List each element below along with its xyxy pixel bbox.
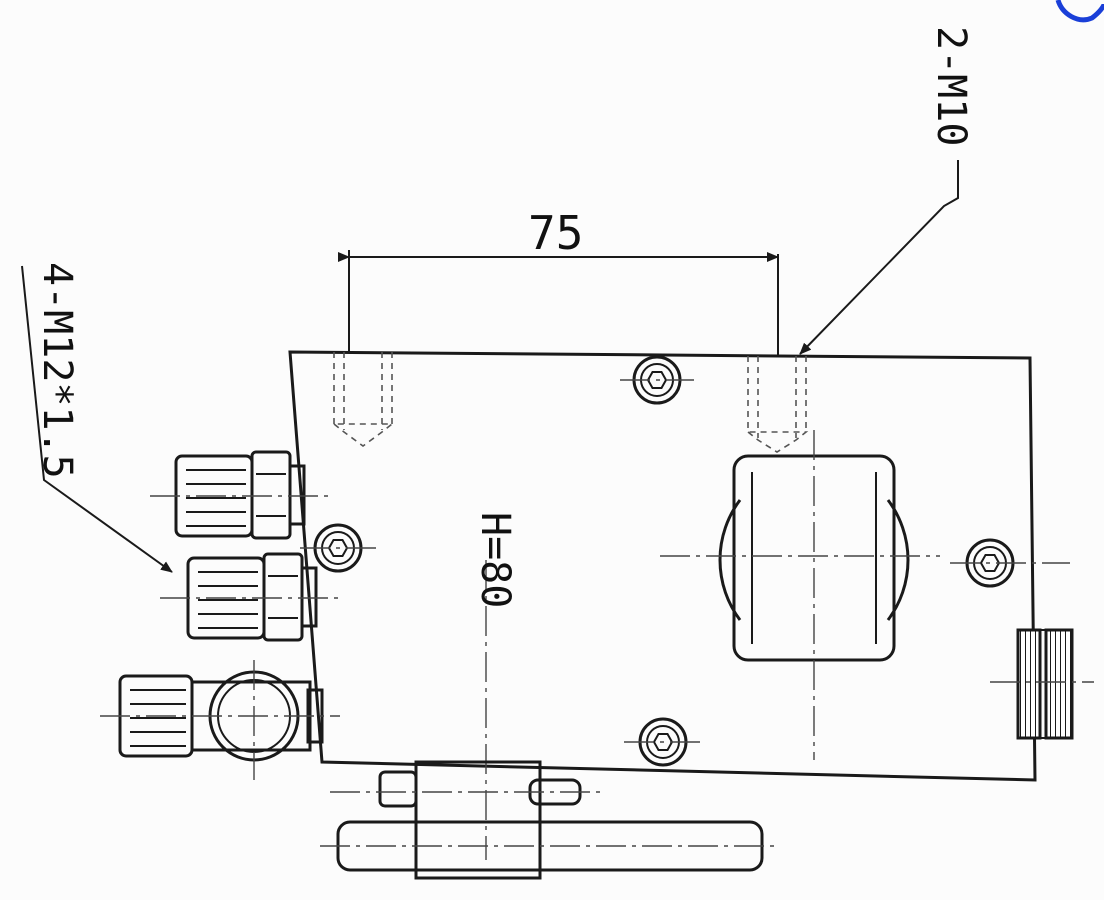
- label-height: H=80: [472, 512, 518, 609]
- leader-4-m12: [21, 265, 173, 573]
- mounting-hole-left: [331, 352, 395, 447]
- bolt-right: [950, 538, 1070, 588]
- manifold-body: [288, 350, 1037, 782]
- fitting-port-2: [160, 552, 340, 642]
- fitting-port-1: [150, 450, 330, 540]
- label-2-m10: 2-M10: [928, 26, 974, 147]
- bolt-left: [300, 523, 376, 573]
- pen-mark: [1055, 0, 1104, 23]
- mounting-hole-right: [745, 356, 809, 453]
- knurled-knob: [990, 628, 1094, 740]
- dimension-75: [338, 250, 779, 356]
- pump-handle: [320, 760, 780, 880]
- bolt-bottom: [624, 717, 700, 767]
- fitting-port-3: [100, 660, 340, 780]
- bolt-top: [620, 355, 694, 405]
- gauge-housing: [660, 430, 940, 760]
- label-4-m12: 4-M12*1.5: [34, 262, 80, 479]
- label-dimension-75: 75: [528, 206, 584, 260]
- leader-2-m10: [799, 160, 959, 355]
